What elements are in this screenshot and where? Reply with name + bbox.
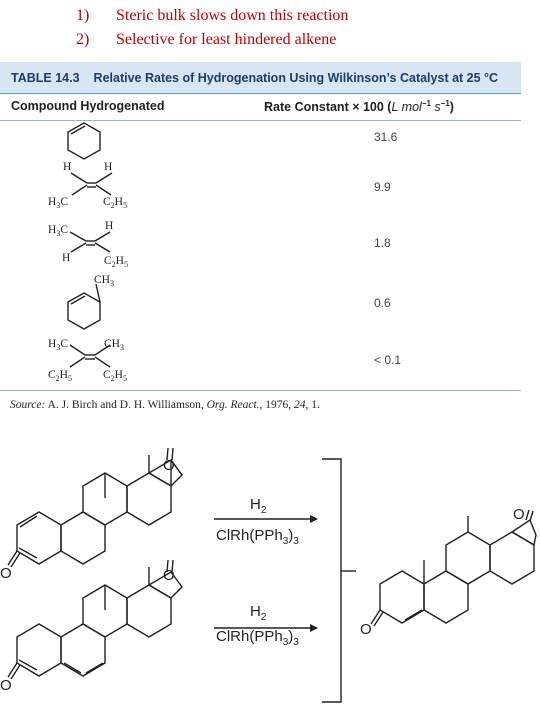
label-h3c: H3C <box>48 224 68 238</box>
table-number: TABLE 14.3 <box>11 70 80 85</box>
source-page: , 1. <box>305 399 320 411</box>
label-h: H <box>63 161 71 173</box>
label-ch3: CH3 <box>104 338 124 352</box>
note-number: 1) <box>76 7 90 24</box>
methylcyclohexene-structure <box>67 283 101 330</box>
rate-value: 0.6 <box>374 296 391 310</box>
label-oxygen: O <box>0 677 12 694</box>
steroid-product <box>370 509 537 627</box>
table-source: Source: A. J. Birch and D. H. Williamson… <box>10 399 320 411</box>
label-h3c: H3C <box>48 338 68 352</box>
rate-header-units: L mol <box>391 100 422 115</box>
rate-header-s: s <box>434 100 441 115</box>
label-c2h5: C2H5 <box>104 255 128 269</box>
reagent-hydrogen: H2 <box>250 603 267 623</box>
source-journal: Org. React. <box>206 399 260 411</box>
note-2: 2) Selective for least hindered alkene <box>76 28 348 52</box>
note-text: Selective for least hindered alkene <box>116 31 337 48</box>
source-authors: A. J. Birch and D. H. Williamson, <box>45 399 207 411</box>
label-c2h5: C2H5 <box>48 369 72 383</box>
reagent-catalyst: ClRh(PPh3)3 <box>216 628 299 648</box>
note-1: 1) Steric bulk slows down this reaction <box>76 4 348 28</box>
reagent-catalyst: ClRh(PPh3)3 <box>216 527 299 547</box>
notes: 1) Steric bulk slows down this reaction 2… <box>76 4 348 52</box>
tetrasubstituted-alkene-structure <box>69 344 111 368</box>
column-header-compound: Compound Hydrogenated <box>11 99 165 113</box>
label-oxygen: O <box>163 457 175 474</box>
column-header-rate: Rate Constant × 100 (L mol−1 s−1) <box>264 99 454 115</box>
arrow-head-2 <box>310 624 318 632</box>
label-c2h5: C2H5 <box>103 369 127 383</box>
rate-value: 31.6 <box>374 130 398 144</box>
arrow-head-1 <box>310 515 318 523</box>
source-year: , 1976, <box>259 399 295 411</box>
label-h: H <box>62 252 70 264</box>
rate-value: 1.8 <box>374 236 391 250</box>
label-h3c: H3C <box>48 196 68 210</box>
label-ch3: CH3 <box>94 274 114 288</box>
cis-alkene-structure <box>70 172 113 196</box>
table-title: Relative Rates of Hydrogenation Using Wi… <box>93 70 499 85</box>
reaction-bracket <box>322 458 356 703</box>
table-column-headers: Compound Hydrogenated Rate Constant × 10… <box>0 94 521 121</box>
rate-header-prefix: Rate Constant × 100 ( <box>264 100 392 115</box>
label-oxygen: O <box>360 621 372 638</box>
label-oxygen: O <box>163 567 175 584</box>
cyclohexene-structure <box>67 122 101 160</box>
rate-value: 9.9 <box>374 180 391 194</box>
label-c2h5: C2H5 <box>103 196 127 210</box>
source-volume: 24 <box>294 399 306 411</box>
rate-value: < 0.1 <box>374 353 402 367</box>
label-h: H <box>105 220 113 232</box>
label-h: H <box>104 161 112 173</box>
steroid-reactant-2 <box>7 559 183 680</box>
label-oxygen: O <box>513 506 525 523</box>
label-oxygen: O <box>0 565 12 582</box>
table-title-bar: TABLE 14.3 Relative Rates of Hydrogenati… <box>0 62 521 94</box>
note-text: Steric bulk slows down this reaction <box>116 7 349 24</box>
note-number: 2) <box>76 31 90 48</box>
source-label: Source: <box>10 399 46 411</box>
steroid-reactant-1 <box>7 447 183 568</box>
reagent-hydrogen: H2 <box>250 496 267 516</box>
trans-alkene-structure <box>69 231 111 253</box>
table-bottom-rule <box>0 390 521 391</box>
